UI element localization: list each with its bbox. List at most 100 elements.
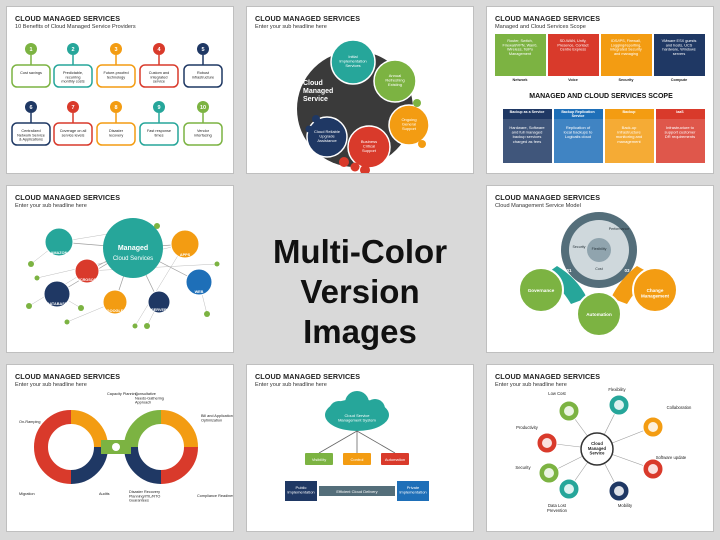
scope-bottom-block: [554, 119, 603, 163]
benefit-number: 9: [157, 105, 160, 111]
slide-subtitle: Enter your sub headline here: [495, 382, 567, 388]
scope-bottom-head-bg: [605, 109, 654, 119]
service-node: [43, 280, 71, 308]
slide-title: CLOUD MANAGED SERVICES: [255, 14, 361, 23]
lifecycle-arc: [34, 446, 72, 484]
benefit-icon: [648, 422, 658, 432]
petal-number: 03: [624, 268, 630, 273]
benefit-number: 5: [201, 47, 204, 53]
slide-thumbnail-flow[interactable]: CLOUD MANAGED SERVICES Enter your sub he…: [246, 364, 474, 532]
slide-thumbnail-bubbles[interactable]: CLOUD MANAGED SERVICES Enter your sub he…: [246, 6, 474, 174]
private-box: [397, 481, 429, 501]
service-node: [170, 229, 200, 259]
heading-line-2: Version Images: [300, 273, 420, 350]
service-node-label: DATABASE: [47, 302, 68, 306]
service-node: [185, 268, 213, 296]
flow-box-label: Control: [351, 457, 364, 462]
scope-top-text: Router, Switch,Firewall/VPN, Wan0,Wirele…: [503, 39, 538, 56]
scope-top-block: [601, 34, 652, 76]
benefit-icon: [564, 484, 574, 494]
benefit-number: 2: [71, 47, 74, 53]
scope-bottom-block: [503, 119, 552, 163]
benefit-number-badge: [153, 101, 165, 113]
benefit-label: Low Cost: [548, 391, 566, 396]
slide-title: CLOUD MANAGED SERVICES: [15, 372, 121, 381]
lifecycle-node: [112, 443, 120, 451]
slide-subtitle: Enter your sub headline here: [15, 203, 87, 209]
slide-thumbnail-scope[interactable]: CLOUD MANAGED SERVICES Managed and Cloud…: [486, 6, 714, 174]
service-node-label: APPS: [180, 253, 191, 257]
scope-title: MANAGED AND CLOUD SERVICES SCOPE: [529, 93, 673, 100]
benefit-icon: [648, 464, 658, 474]
benefit-number: 8: [114, 105, 117, 111]
benefit-box: [183, 122, 223, 146]
benefit-number-badge: [25, 43, 37, 55]
scope-top-block: [654, 34, 705, 76]
service-node-label: GOOGLE: [107, 309, 124, 313]
slide-subtitle: Cloud Management Service Model: [495, 203, 581, 209]
scope-top-head: Compute: [671, 78, 687, 82]
benefit-number: 7: [71, 105, 74, 111]
service-bubble: [330, 39, 376, 85]
slide-title: CLOUD MANAGED SERVICES: [495, 14, 601, 23]
decor-dot: [413, 99, 421, 107]
benefit-number: 6: [29, 105, 32, 111]
benefit-icon: [564, 406, 574, 416]
decor-dot: [204, 311, 210, 317]
decor-dot: [350, 162, 360, 172]
scope-bottom-head: IaaS: [676, 110, 684, 114]
benefit-label: Security: [515, 465, 531, 470]
model-petal: [576, 291, 622, 337]
slide-thumbnail-network[interactable]: CLOUD MANAGED SERVICES Enter your sub he…: [6, 185, 234, 353]
slide-thumbnail-benefits[interactable]: CLOUD MANAGED SERVICES 10 Benefits of Cl…: [6, 6, 234, 174]
service-node: [147, 290, 171, 314]
scope-bottom-head-bg: [656, 109, 705, 119]
scope-bottom-head-bg: [554, 109, 603, 119]
section-heading: Multi-Color Version Images: [246, 232, 474, 352]
scope-top-text: IDS/IPS, Firewall,Logging/reporting,inte…: [610, 39, 642, 56]
gear-label: Cost: [595, 267, 602, 271]
decor-dot: [214, 261, 220, 267]
cloud-puff: [329, 401, 349, 421]
scope-bottom-block: [605, 119, 654, 163]
lifecycle-node: [67, 443, 75, 451]
lifecycle-arc: [124, 446, 162, 484]
slide-thumbnail-radial[interactable]: CLOUD MANAGED SERVICES Enter your sub he…: [486, 364, 714, 532]
service-node-label: MICROSOFT: [76, 278, 99, 282]
slide-subtitle: Enter your sub headline here: [15, 382, 87, 388]
decor-dot: [28, 261, 34, 267]
lifecycle-label: Migration: [19, 492, 35, 496]
center-node: [103, 218, 163, 278]
decor-dot: [305, 125, 313, 133]
flow-connector: [356, 430, 396, 454]
gear-label: Performance: [609, 227, 630, 231]
lifecycle-arc: [160, 446, 198, 484]
slide-title: CLOUD MANAGED SERVICES: [15, 14, 121, 23]
benefit-box: [11, 64, 51, 88]
slide-thumbnail-model[interactable]: CLOUD MANAGED SERVICES Cloud Management …: [486, 185, 714, 353]
lifecycle-label: Capacity Planning: [107, 392, 138, 396]
scope-top-head: Security: [619, 78, 635, 82]
decor-dot: [132, 323, 138, 329]
cloud-puff: [345, 391, 369, 415]
slide-thumbnail-lifecycle[interactable]: CLOUD MANAGED SERVICES Enter your sub he…: [6, 364, 234, 532]
center-node: [580, 432, 614, 466]
public-box: [285, 481, 317, 501]
benefit-box: [183, 64, 223, 88]
